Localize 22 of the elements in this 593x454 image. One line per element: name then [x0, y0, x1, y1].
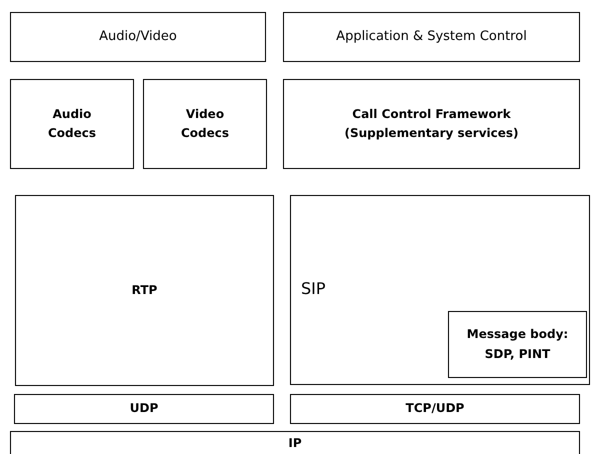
layer-label: UDP: [130, 400, 158, 418]
layer-label: RTP: [132, 282, 158, 299]
layer-box: [143, 79, 267, 169]
protocol-box: [290, 195, 590, 385]
layer-label: IP: [288, 435, 302, 452]
layer-label: Video Codecs: [180, 106, 230, 142]
layer-label: Audio/Video: [99, 28, 177, 46]
layer-label: SIP: [301, 278, 326, 300]
layer-label: Application & System Control: [336, 28, 527, 46]
layer-box: [10, 12, 266, 62]
layer-box: [283, 12, 580, 62]
layer-label: Message body: SDP, PINT: [466, 326, 570, 362]
message-body-box: [448, 311, 587, 378]
protocol-box: [290, 394, 580, 424]
layer-box: [10, 79, 134, 169]
layer-label: Audio Codecs: [46, 106, 98, 142]
protocol-box: [10, 431, 580, 454]
layer-label: TCP/UDP: [406, 400, 464, 418]
protocol-box: [15, 195, 274, 386]
layer-label: Call Control Framework (Supplementary services): [343, 106, 520, 142]
protocol-box: [14, 394, 274, 424]
layer-box: [283, 79, 580, 169]
